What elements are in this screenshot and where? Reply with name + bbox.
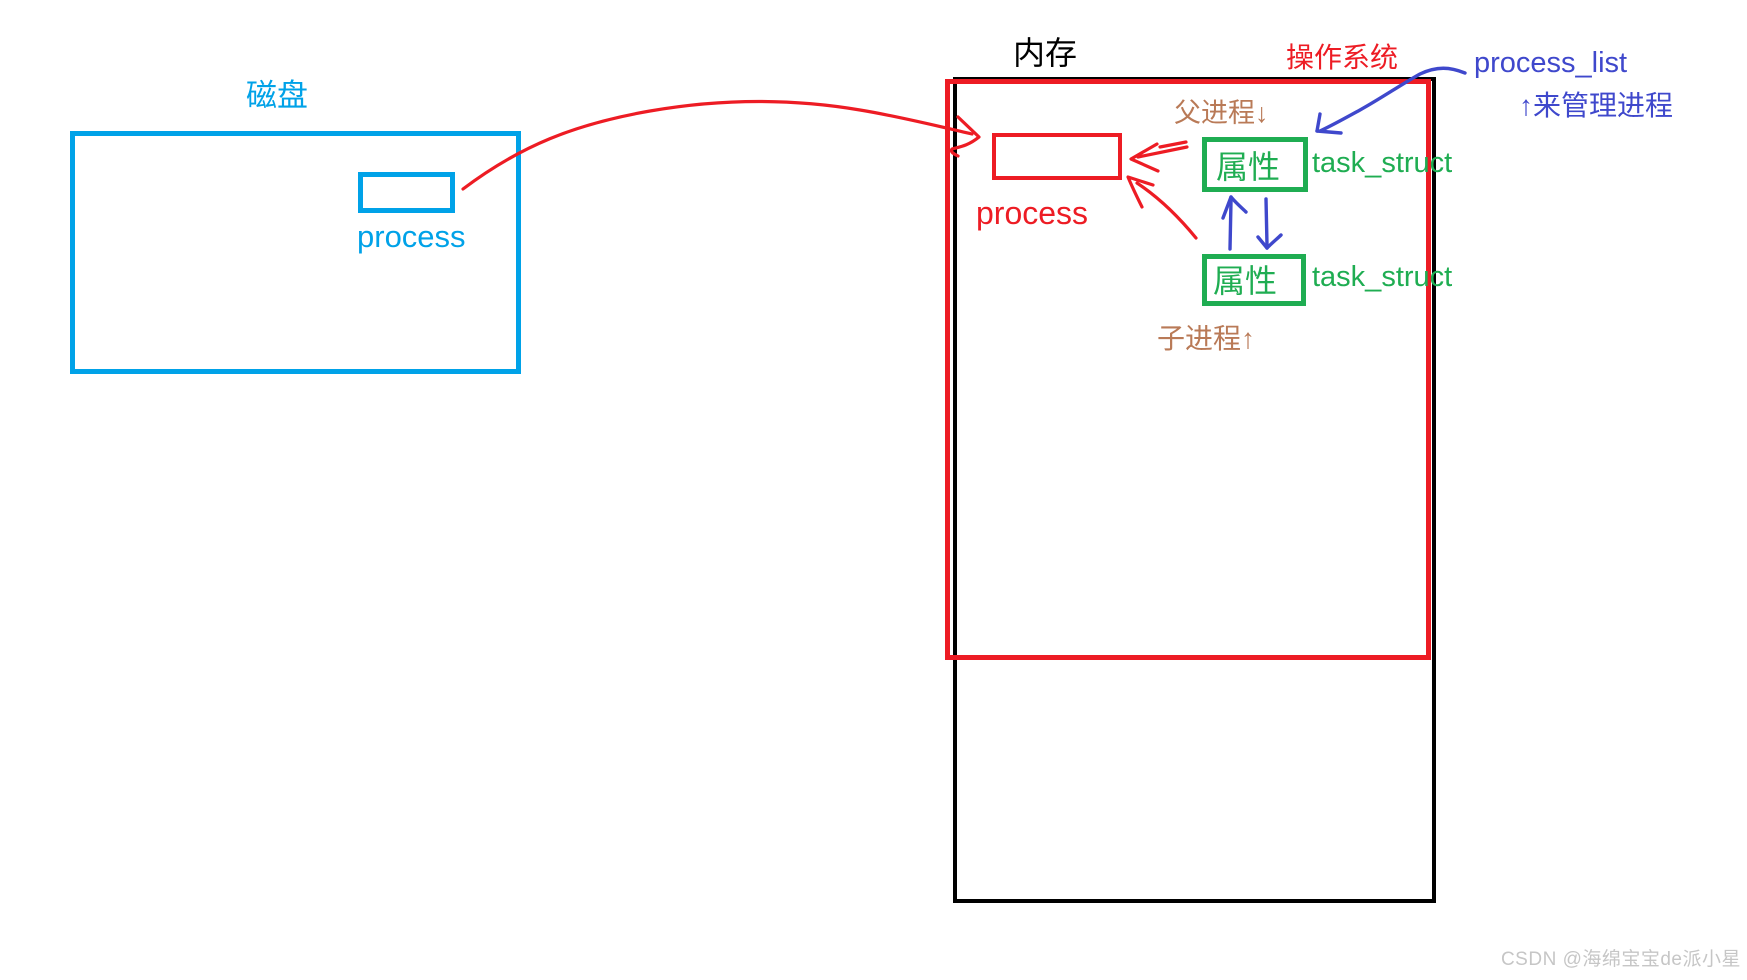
os-region-box [945, 79, 1431, 660]
memory-label: 内存 [1013, 35, 1078, 71]
child-task-struct-box [1202, 254, 1306, 306]
disk-process-box [358, 172, 455, 213]
process-list-note: ↑来管理进程 [1519, 90, 1674, 121]
disk-box [70, 131, 521, 374]
parent-task-struct-box [1202, 137, 1308, 192]
memory-process-box [992, 133, 1122, 180]
parent-attr-label: 属性 [1216, 149, 1281, 185]
child-attr-label: 属性 [1213, 263, 1278, 299]
process-list-label: process_list [1474, 47, 1628, 79]
disk-to-memory-arrow [461, 99, 981, 191]
parent-task-struct-label: task_struct [1312, 147, 1453, 179]
disk-label: 磁盘 [246, 78, 308, 113]
memory-process-label: process [976, 195, 1089, 231]
child-task-struct-label: task_struct [1312, 261, 1453, 293]
parent-process-caption: 父进程↓ [1174, 98, 1269, 128]
watermark: CSDN @海绵宝宝de派小星 [1500, 949, 1741, 970]
disk-process-label: process [357, 219, 466, 254]
child-process-caption: 子进程↑ [1157, 323, 1256, 354]
os-label: 操作系统 [1286, 42, 1399, 73]
